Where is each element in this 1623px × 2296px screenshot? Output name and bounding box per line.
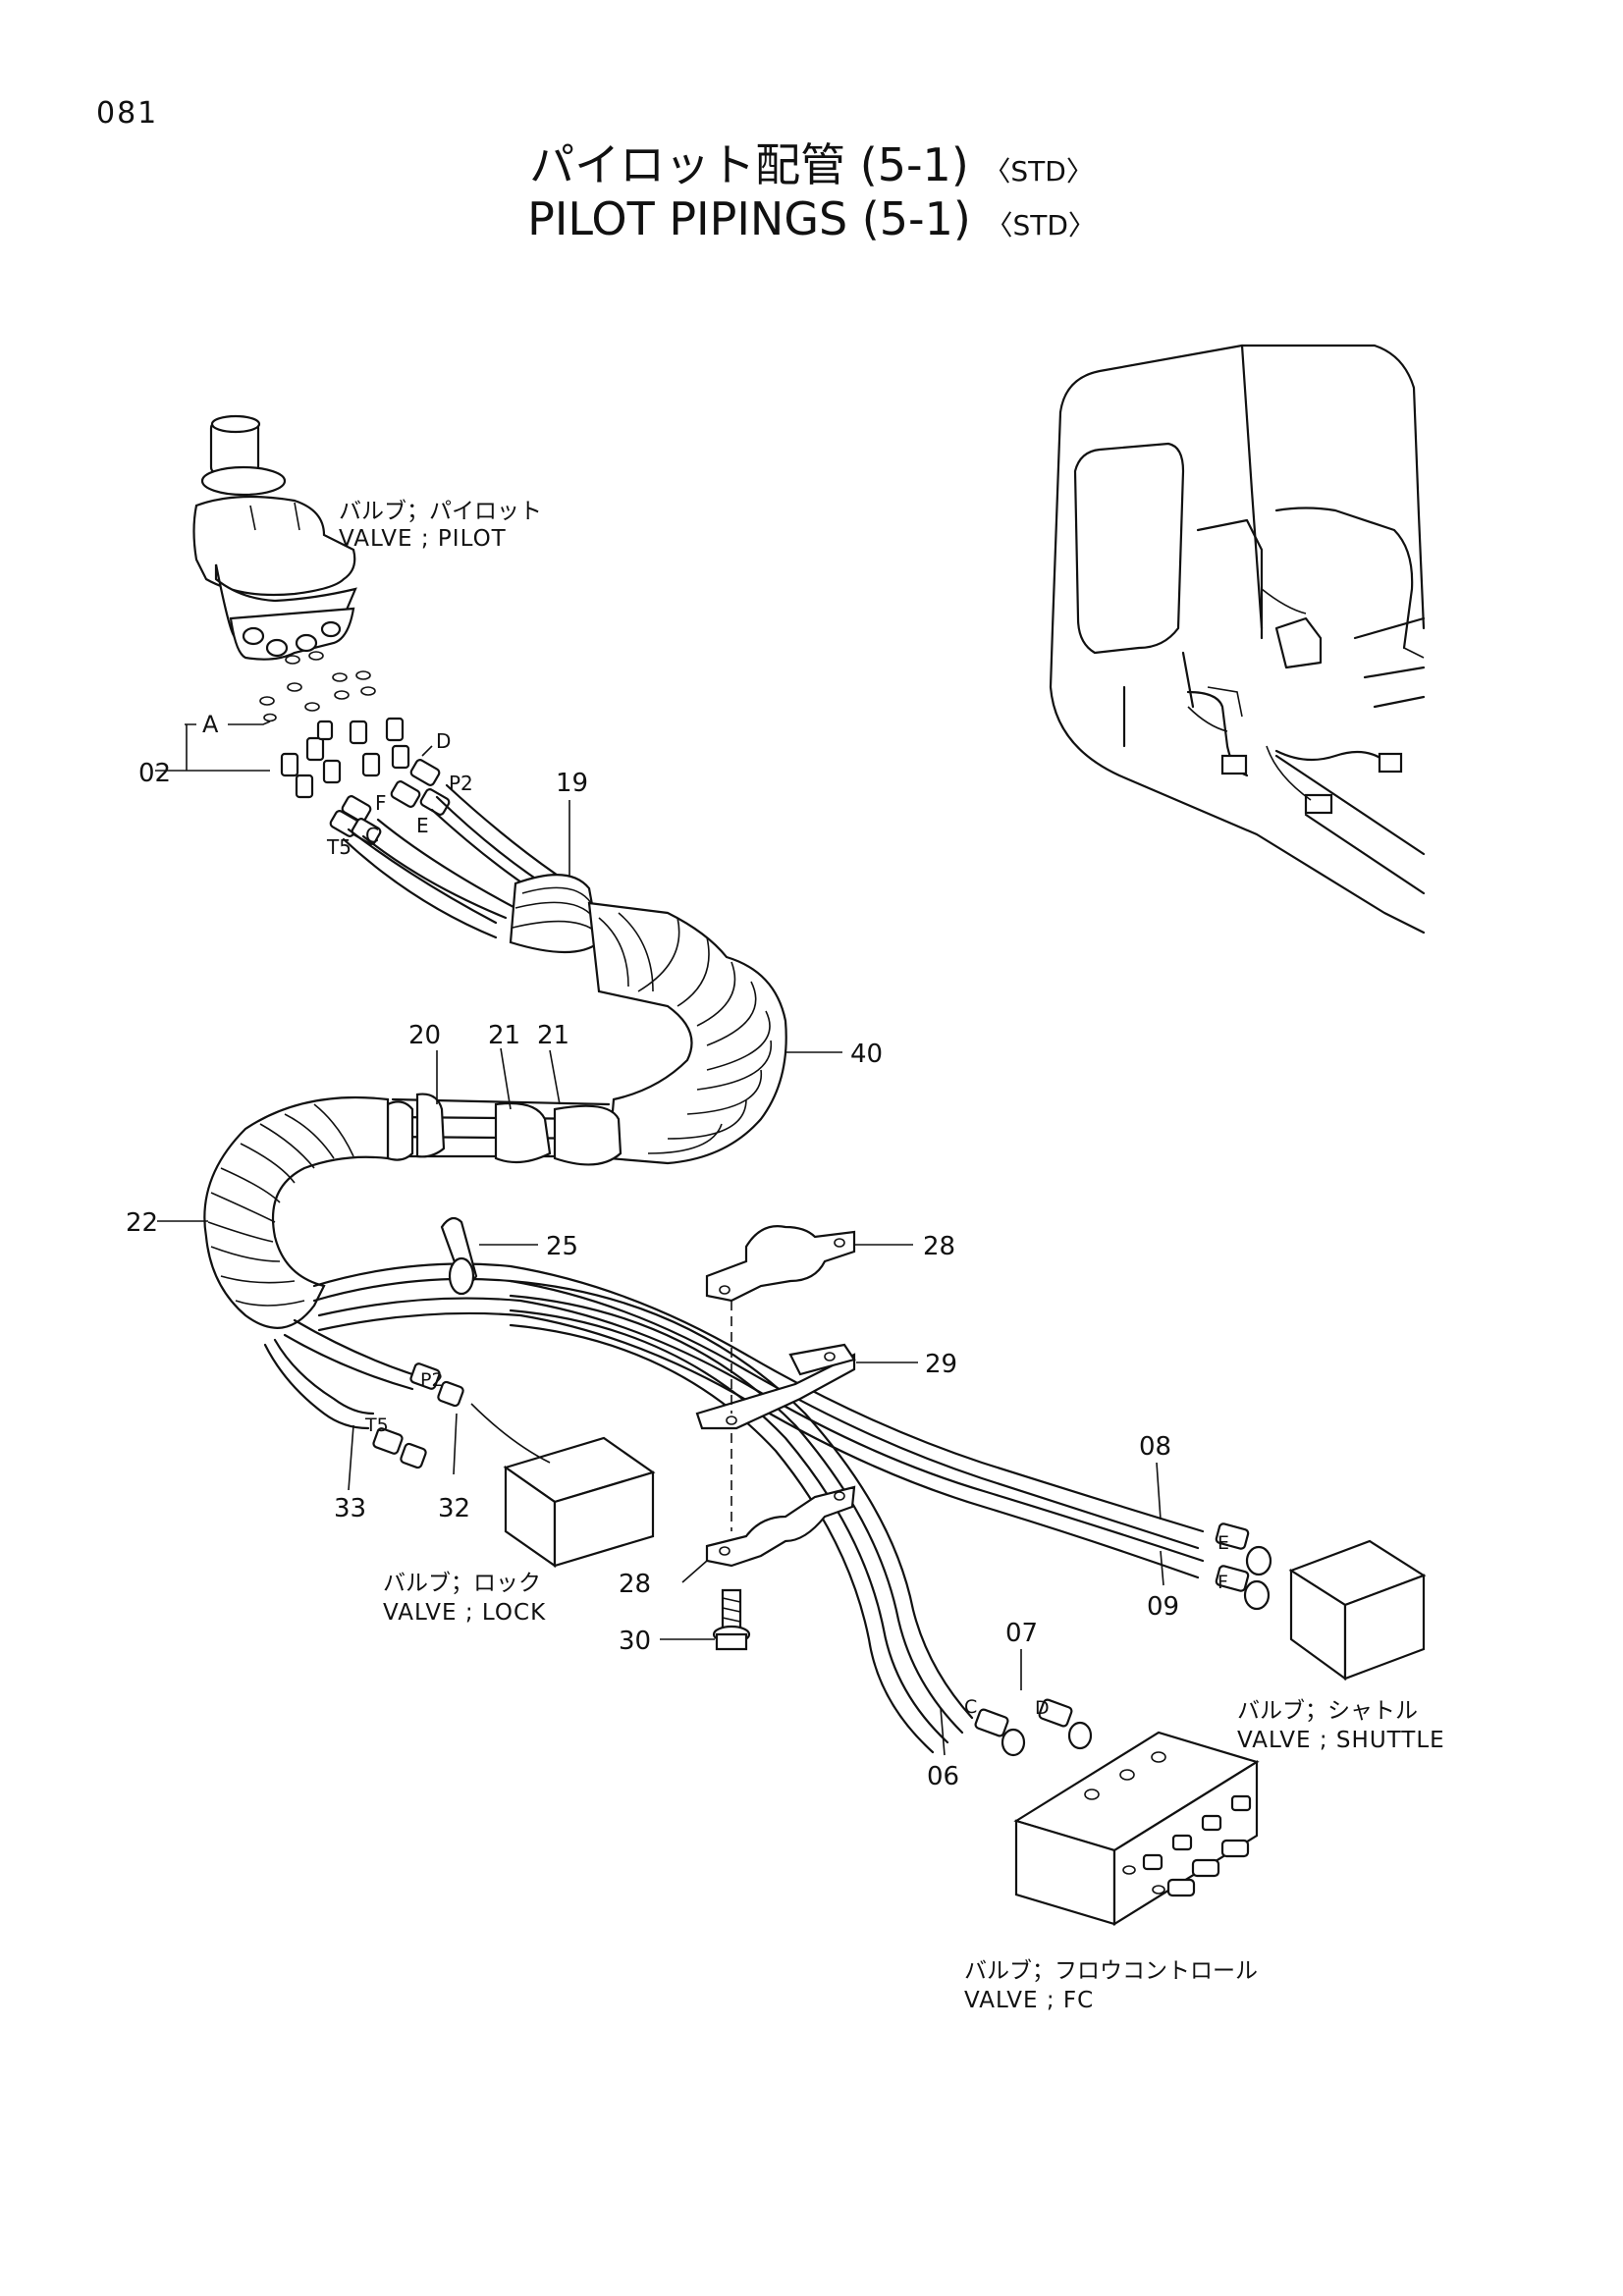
port-label-c-fc: C: [964, 1696, 977, 1718]
title-jp-text: パイロット配管 (5-1): [529, 138, 969, 191]
std-tag-en: 〈STD〉: [985, 209, 1096, 241]
callout-02: 02: [138, 759, 171, 788]
adapter-fittings: [280, 717, 410, 799]
callout-40: 40: [850, 1040, 883, 1069]
callout-07: 07: [1005, 1619, 1038, 1648]
shuttle-hose-ends: [1215, 1522, 1272, 1611]
callout-28b: 28: [619, 1570, 651, 1599]
pilot-valve-drawing: [192, 414, 357, 661]
port-label-p2: P2: [449, 772, 473, 795]
port-label-a: A: [202, 711, 219, 738]
leader-09: [1160, 1550, 1164, 1586]
port-label-f: F: [375, 791, 387, 815]
callout-25: 25: [546, 1232, 578, 1261]
callout-32: 32: [438, 1494, 470, 1523]
port-label-d-fc: D: [1035, 1697, 1050, 1719]
page-number: 081: [96, 96, 159, 131]
hose-end-cluster: [329, 759, 571, 939]
title-english: PILOT PIPINGS (5-1) 〈STD〉: [0, 192, 1623, 245]
lock-valve-block: [470, 1403, 656, 1569]
leader-08: [1156, 1462, 1162, 1521]
shuttle-valve-label-en: VALVE ; SHUTTLE: [1237, 1728, 1445, 1753]
protector-tube-40: [587, 901, 787, 1165]
pilot-valve-label-jp: バルブ；パイロット: [339, 499, 542, 524]
plate-29: [695, 1301, 856, 1531]
lock-valve-hose-ends: [372, 1362, 464, 1469]
hose-bundle-middle: [386, 1093, 622, 1166]
title-en-text: PILOT PIPINGS (5-1): [527, 192, 971, 245]
callout-33: 33: [334, 1494, 366, 1523]
leader-33: [348, 1424, 354, 1491]
bracket-02: [155, 723, 270, 772]
lock-valve-label-jp: バルブ；ロック: [383, 1571, 541, 1596]
callout-21b: 21: [537, 1021, 569, 1050]
pilot-valve-label-en: VALVE ; PILOT: [339, 526, 507, 552]
fc-valve-block: [1013, 1731, 1260, 1926]
title-japanese: パイロット配管 (5-1) 〈STD〉: [0, 130, 1623, 194]
hose-routing: [263, 1262, 1205, 1754]
spiral-wrap-22: [203, 1095, 390, 1329]
clamp-28-upper: [705, 1225, 856, 1303]
band-19: [509, 874, 601, 954]
callout-22: 22: [126, 1208, 158, 1238]
callout-06: 06: [927, 1762, 959, 1791]
callout-30: 30: [619, 1627, 651, 1656]
leader-d: [421, 745, 433, 757]
shuttle-valve-label-jp: バルブ；シャトル: [1237, 1698, 1418, 1724]
leader-a: [228, 721, 271, 725]
leader-21a: [500, 1047, 512, 1110]
callout-21a: 21: [488, 1021, 520, 1050]
leader-28b: [681, 1560, 708, 1583]
port-label-f-shuttle: F: [1217, 1572, 1228, 1593]
bolt-30: [712, 1588, 751, 1651]
fc-valve-label-en: VALVE ; FC: [964, 1988, 1094, 2013]
callout-29: 29: [925, 1350, 957, 1379]
leader-21b: [549, 1049, 561, 1105]
callout-28a: 28: [923, 1232, 955, 1261]
port-label-e: E: [416, 814, 429, 837]
leader-32: [453, 1413, 458, 1475]
callout-09: 09: [1147, 1592, 1179, 1622]
port-label-c: C: [365, 824, 379, 847]
port-label-t5: T5: [326, 835, 352, 859]
clamp-28-lower: [705, 1485, 856, 1568]
cab-inset-drawing: [1049, 344, 1426, 934]
o-ring-set: [259, 651, 376, 722]
port-label-t5-lock: T5: [364, 1415, 389, 1436]
shuttle-valve-block: [1288, 1539, 1427, 1682]
port-label-e-shuttle: E: [1217, 1532, 1229, 1554]
callout-08: 08: [1139, 1432, 1171, 1462]
fc-hose-ends: [974, 1698, 1093, 1757]
clip-25: [440, 1216, 478, 1296]
port-label-p2-lock: P2: [420, 1369, 444, 1391]
leader-06: [940, 1707, 946, 1756]
callout-20: 20: [408, 1021, 441, 1050]
callout-19: 19: [556, 769, 588, 798]
port-label-d: D: [436, 729, 451, 753]
fc-valve-label-jp: バルブ；フロウコントロール: [964, 1958, 1258, 1984]
lock-valve-label-en: VALVE ; LOCK: [383, 1600, 546, 1626]
std-tag-jp: 〈STD〉: [983, 155, 1094, 187]
